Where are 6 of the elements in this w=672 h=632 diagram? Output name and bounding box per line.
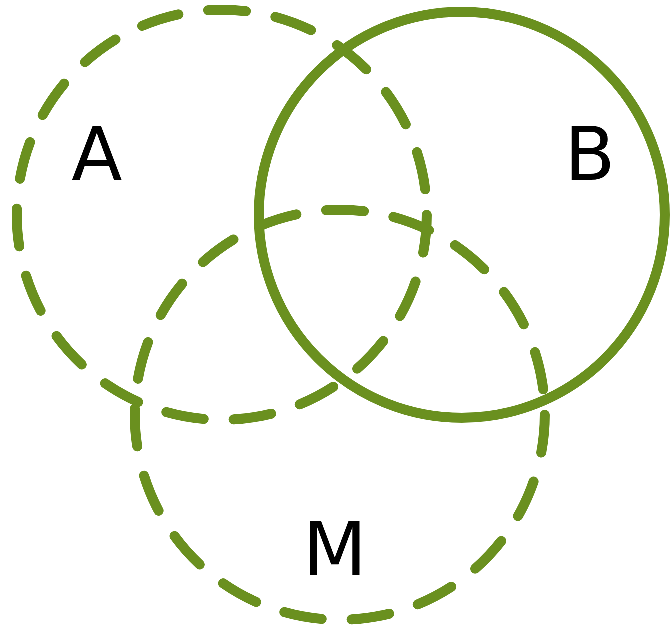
- set-label: M: [303, 513, 367, 587]
- set-label: B: [564, 118, 616, 192]
- set-label: A: [72, 118, 122, 192]
- dashed-circle: [130, 205, 550, 625]
- solid-circle: [254, 7, 670, 423]
- dashed-circle: [12, 5, 432, 425]
